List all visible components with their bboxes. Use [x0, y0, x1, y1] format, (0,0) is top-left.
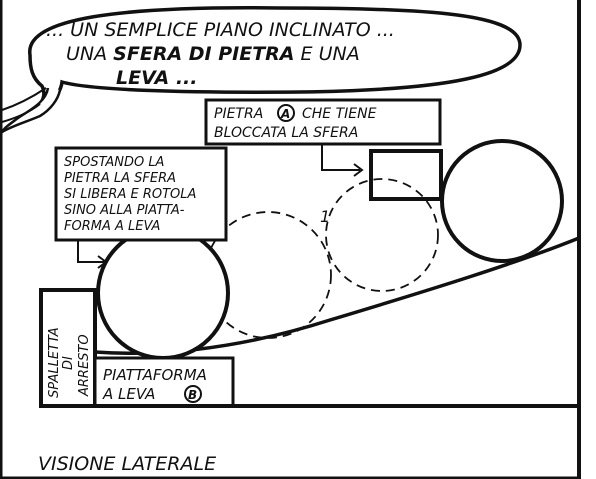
- platform-line-1: PIATTAFORMA: [103, 366, 207, 384]
- platform-marker: B: [188, 388, 197, 402]
- stop-wall-text-3: ARRESTO: [77, 334, 92, 397]
- lever-platform-label-box: [93, 356, 235, 408]
- platform-line-2: A LEVA: [102, 385, 155, 403]
- balloon-line-2-c: E UNA: [295, 43, 360, 65]
- balloon-line-3: LEVA ...: [116, 67, 197, 89]
- balloon-line-2: UNA SFERA DI PIETRA E UNA: [66, 43, 360, 65]
- stop-line-2: DI: [61, 356, 76, 370]
- moving-line-3: SI LIBERA E ROTOLA: [64, 187, 196, 202]
- sphere-top: [440, 139, 564, 263]
- moving-line-4: SINO ALLA PIATTA-: [64, 203, 185, 218]
- moving-line-1: SPOSTANDO LA: [64, 155, 164, 170]
- moving-line-2: PIETRA LA SFERA: [64, 171, 176, 186]
- caption: VISIONE LATERALE: [38, 453, 216, 475]
- stone-line-1-tail: CHE TIENE: [302, 106, 377, 122]
- sphere-bottom: [96, 226, 230, 360]
- stop-wall-text: SPALLETTA: [47, 327, 62, 398]
- stop-line-3: ARRESTO: [77, 334, 92, 397]
- moving-line-5: FORMA A LEVA: [64, 219, 160, 234]
- stop-wall: [39, 288, 97, 408]
- moving-pointer-arrow: [77, 240, 108, 269]
- moving-label-box: [54, 146, 228, 242]
- balloon-line-2-a: UNA: [66, 43, 113, 65]
- stone-marker-ring: [277, 104, 295, 122]
- platform-marker-ring: [184, 385, 202, 403]
- stone-marker: A: [280, 107, 290, 121]
- balloon-line-2-b: SFERA DI PIETRA: [113, 43, 294, 65]
- balloon-tail-lines: [1, 87, 47, 123]
- balloon-line-1: ... UN SEMPLICE PIANO INCLINATO ...: [46, 19, 395, 41]
- stone-line-1: PIETRA: [214, 106, 263, 122]
- stop-wall-text-2: DI: [61, 356, 76, 370]
- stop-line-1: SPALLETTA: [47, 327, 62, 398]
- stone-a: [369, 149, 443, 201]
- stone-label-box: [204, 98, 442, 146]
- sphere-path-dashed-2: [325, 178, 439, 292]
- stone-pointer-arrow: [321, 144, 364, 177]
- stone-line-2: BLOCCATA LA SFERA: [214, 125, 358, 141]
- path-number: 1: [320, 207, 330, 226]
